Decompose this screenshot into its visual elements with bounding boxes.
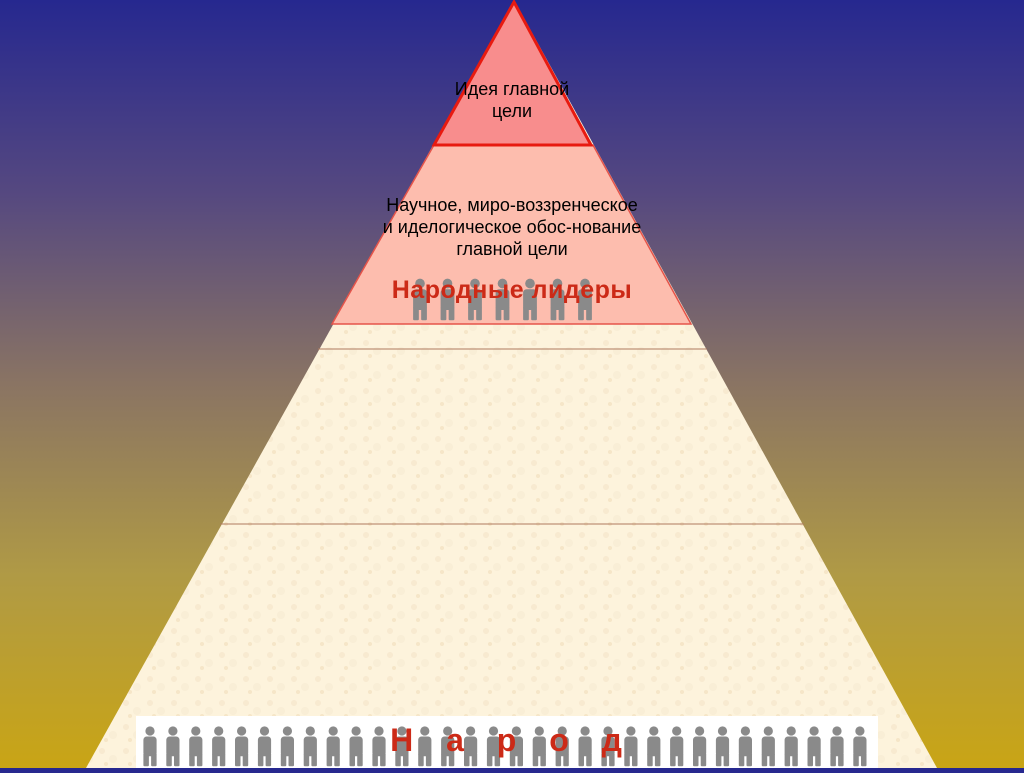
people-strip [136,716,878,768]
leaders-label: Народные лидеры [391,276,633,304]
apex-label: Идея главной цели [454,79,570,121]
person-figure [853,726,867,767]
person-figure [784,726,798,767]
person-figure [761,726,775,767]
pyramid-body [86,0,937,768]
person-figure [830,726,844,767]
science-label: Научное, миро-воззренческое и иделогичес… [382,195,642,259]
person-figure [212,726,226,767]
person-figure [235,726,249,767]
apex-tier [431,0,594,147]
person-figure [189,726,203,767]
person-figure [738,726,752,767]
person-figure [257,726,272,767]
person-figure [166,726,180,767]
person-figure [143,726,157,767]
people-label: Н а р о д [390,722,634,758]
person-figure [280,726,294,767]
person-figure [807,726,821,767]
